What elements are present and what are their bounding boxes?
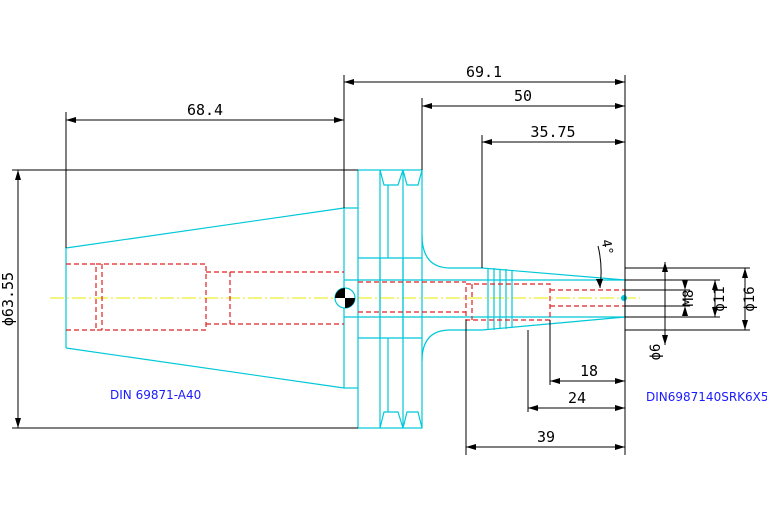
dim-m8: M8 bbox=[681, 290, 697, 307]
dim-4-degrees: 4° bbox=[598, 238, 615, 256]
hidden-bore-lines bbox=[66, 263, 625, 331]
dim-24: 24 bbox=[568, 389, 586, 407]
label-din-69871: DIN 69871-A40 bbox=[110, 388, 201, 402]
dim-11: ϕ11 bbox=[712, 286, 728, 311]
end-point-icon bbox=[621, 295, 627, 301]
dim-39: 39 bbox=[537, 428, 555, 446]
dim-16: ϕ16 bbox=[742, 286, 758, 311]
tool-holder-outline bbox=[65, 169, 626, 429]
dimension-lines bbox=[12, 75, 750, 455]
dim-69-1: 69.1 bbox=[466, 63, 502, 81]
arrowheads bbox=[15, 79, 748, 450]
center-marker-icon bbox=[334, 287, 356, 309]
dim-63-55: ϕ63.55 bbox=[0, 272, 17, 326]
dim-68-4: 68.4 bbox=[187, 101, 223, 119]
dim-50: 50 bbox=[514, 87, 532, 105]
dim-6: ϕ6 bbox=[648, 344, 664, 361]
label-din-6987140: DIN6987140SRK6X50 bbox=[646, 390, 767, 404]
dim-18: 18 bbox=[580, 362, 598, 380]
dim-35-75: 35.75 bbox=[530, 123, 575, 141]
